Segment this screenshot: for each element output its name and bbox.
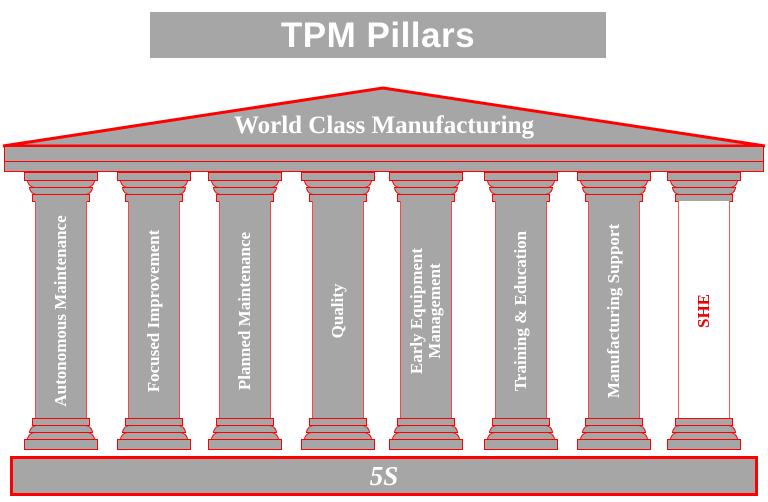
column-base [484,418,558,450]
column-shaft: Manufacturing Support [588,201,640,421]
pillar-autonomous-maintenance[interactable]: Autonomous Maintenance [24,172,98,450]
pillar-training-and-education[interactable]: Training & Education [484,172,558,450]
pillar-label: Training & Education [511,230,531,392]
title-banner: TPM Pillars [150,12,606,58]
foundation-bar: 5S [10,456,758,496]
pillar-label: SHE [694,293,714,329]
pillar-label: Autonomous Maintenance [51,215,71,407]
pillar-she[interactable]: SHE [667,172,741,450]
column-capital [117,172,191,202]
entablature-upper-bar [4,146,764,162]
column-base [301,418,375,450]
entablature-lower-bar [4,161,764,172]
column-shaft: Planned Maintenance [219,201,271,421]
column-base [577,418,651,450]
pillar-planned-maintenance[interactable]: Planned Maintenance [208,172,282,450]
pillar-focused-improvement[interactable]: Focused Improvement [117,172,191,450]
foundation-label: 5S [369,460,399,491]
pillar-early-equipment-management[interactable]: Early Equipment Management [389,172,463,450]
pillar-label: Early Equipment Management [407,247,444,375]
column-capital [484,172,558,202]
column-base [24,418,98,450]
column-shaft: SHE [678,201,730,421]
column-shaft: Focused Improvement [128,201,180,421]
column-base [208,418,282,450]
column-shaft: Quality [312,201,364,421]
pillar-label: Manufacturing Support [604,223,624,399]
column-base [667,418,741,450]
column-capital [24,172,98,202]
page-title: TPM Pillars [280,15,476,55]
column-base [389,418,463,450]
pillar-label: Focused Improvement [144,229,164,393]
column-capital [667,172,741,202]
column-shaft: Training & Education [495,201,547,421]
column-shaft: Early Equipment Management [400,201,452,421]
column-capital [577,172,651,202]
column-capital [389,172,463,202]
column-capital [301,172,375,202]
pillar-label: Quality [328,283,348,339]
pediment-triangle [0,86,768,148]
pillar-quality[interactable]: Quality [301,172,375,450]
column-capital [208,172,282,202]
column-shaft: Autonomous Maintenance [35,201,87,421]
pillar-label: Planned Maintenance [235,231,255,391]
column-base [117,418,191,450]
pillar-manufacturing-support[interactable]: Manufacturing Support [577,172,651,450]
